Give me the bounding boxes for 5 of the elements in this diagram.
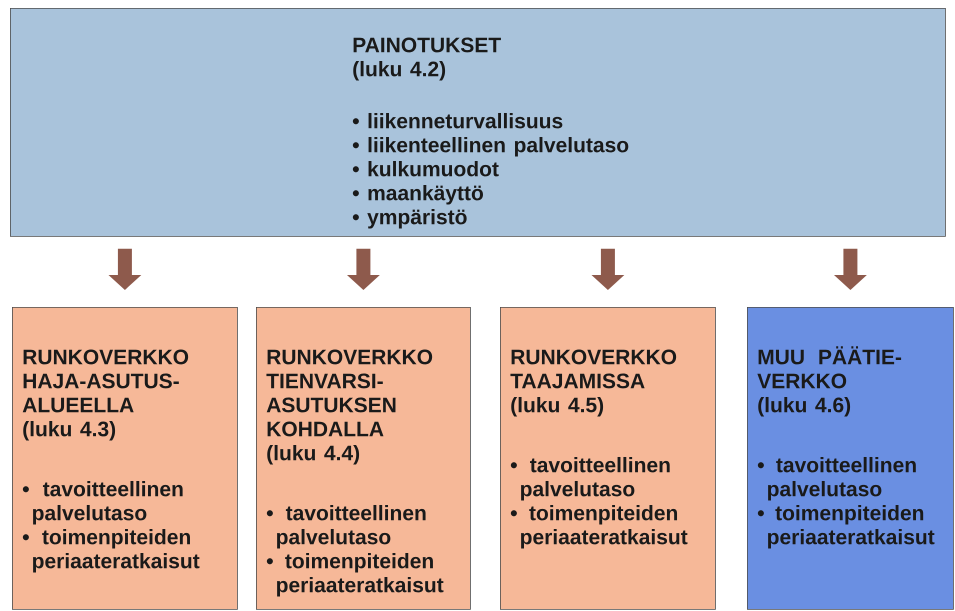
text-box: RUNKOVERKKO TAAJAMISSA (luku 4.5) • tavoitteellinen palvelutaso • toimenpiteiden periaateratkaisut: [500, 307, 716, 610]
text-box: RUNKOVERKKO HAJA-ASUTUS-ALUEELLA (luku 4.3) • tavoitteellinen palvelutaso • toimenpiteiden periaateratkaisut: [12, 307, 238, 610]
text-box: RUNKOVERKKO TIENVARSI-ASUTUKSEN KOHDALLA (luku 4.4) • tavoitteellinen palvelutaso • toimenpiteiden periaateratkaisut: [256, 307, 471, 610]
text-box: PAINOTUKSET (luku 4.2) • liikenneturvallisuus • liikenteellinen palvelutaso • kulkumuodot • maankäyttö • ympäristö: [10, 8, 946, 237]
text-box: MUU PÄÄTIE-VERKKO (luku 4.6) • tavoitteellinen palvelutaso • toimenpiteiden periaateratkaisut: [747, 307, 954, 610]
